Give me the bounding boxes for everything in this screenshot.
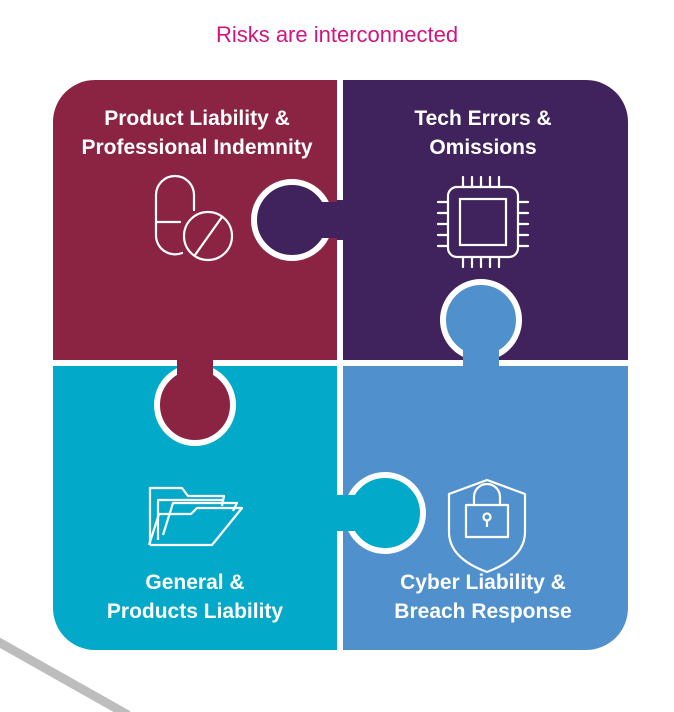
pill-icon	[154, 174, 234, 262]
decorative-line	[0, 637, 131, 712]
label-line: Professional Indemnity	[81, 136, 313, 159]
label-line: Cyber Liability &	[400, 571, 566, 594]
knob-cyber-liability	[440, 279, 522, 368]
diagram-title: Risks are interconnected	[215, 22, 459, 47]
label-line: Products Liability	[106, 600, 284, 623]
knob-product-liability	[154, 358, 236, 446]
label-line: General &	[145, 571, 245, 594]
label-line: Tech Errors &	[414, 107, 552, 130]
shield-lock-icon	[447, 478, 527, 574]
folder-icon	[147, 486, 244, 547]
label-tech-errors: Tech Errors & Omissions	[338, 104, 628, 162]
label-general-liability: General & Products Liability	[50, 568, 340, 626]
label-line: Breach Response	[394, 600, 572, 623]
chip-icon	[436, 175, 530, 269]
label-product-liability: Product Liability & Professional Indemni…	[52, 104, 342, 162]
label-line: Product Liability &	[104, 107, 290, 130]
label-line: Omissions	[429, 136, 537, 159]
label-cyber-liability: Cyber Liability & Breach Response	[338, 568, 628, 626]
knob-tech-errors	[251, 179, 343, 261]
knob-general-liability	[335, 472, 426, 554]
